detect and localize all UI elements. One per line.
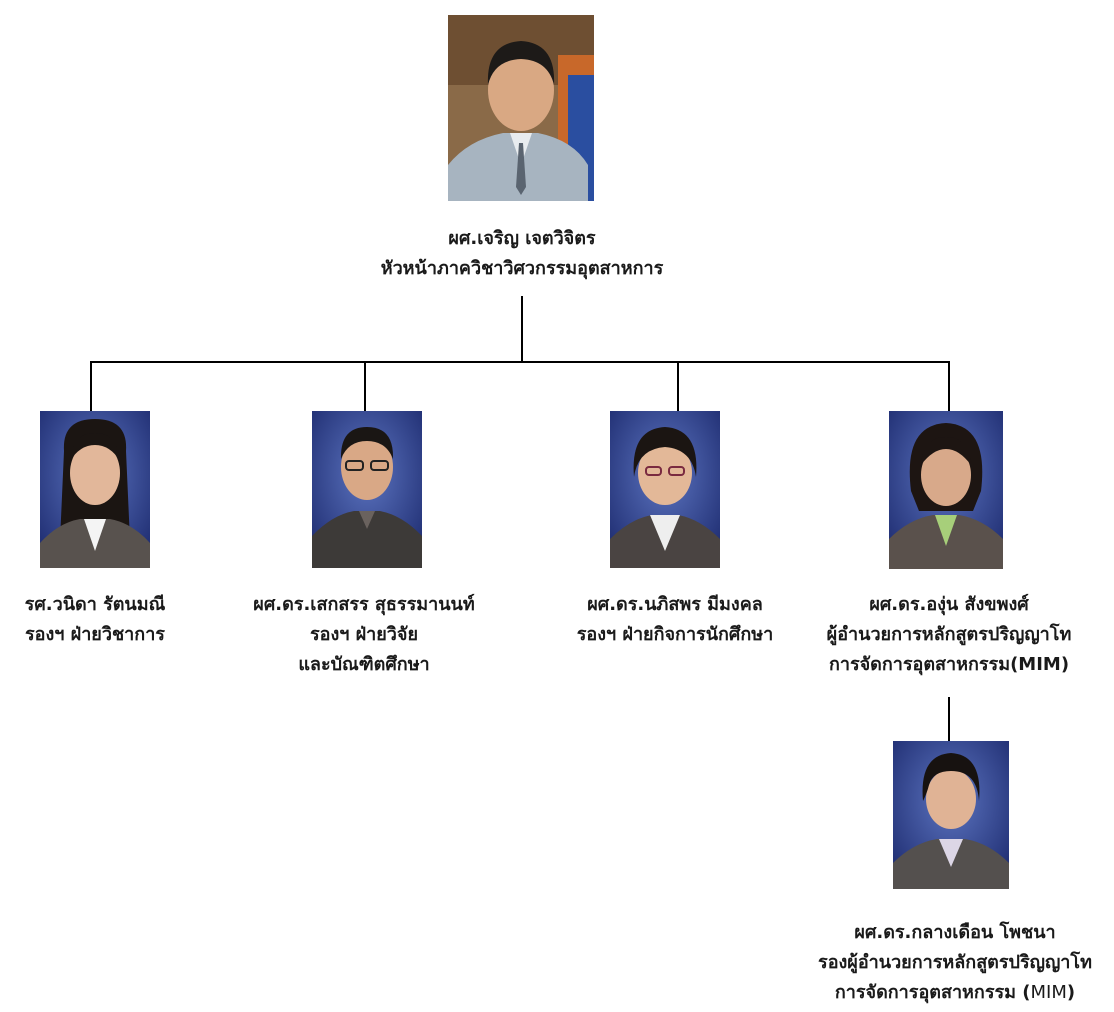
deputy-4-role-1: ผู้อำนวยการหลักสูตรปริญญาโท bbox=[826, 624, 1072, 645]
connector-deputy-4 bbox=[948, 361, 950, 411]
sub-photo bbox=[893, 741, 1009, 889]
deputy-4-role-2: การจัดการอุตสาหกรรม(MIM) bbox=[828, 654, 1070, 675]
head-caption: ผศ.เจริญ เจตวิจิตร หัวหน้าภาควิชาวิศวกรร… bbox=[272, 224, 772, 284]
deputy-3-photo bbox=[610, 411, 720, 568]
deputy-3-role: รองฯ ฝ่ายกิจการนักศึกษา bbox=[576, 624, 774, 645]
deputy-3-caption: ผศ.ดร.นภิสพร มีมงคล รองฯ ฝ่ายกิจการนักศึ… bbox=[525, 590, 825, 650]
sub-role-1: รองผู้อำนวยการหลักสูตรปริญญาโท bbox=[818, 952, 1092, 973]
deputy-4-name: ผศ.ดร.องุ่น สังขพงศ์ bbox=[869, 594, 1029, 615]
head-photo bbox=[448, 15, 594, 201]
deputy-2-photo bbox=[312, 411, 422, 568]
sub-role-2-abbr: MIM bbox=[1030, 982, 1067, 1003]
deputy-1-name: รศ.วนิดา รัตนมณี bbox=[24, 594, 166, 615]
sub-role-2-close: ) bbox=[1066, 982, 1076, 1003]
head-title: หัวหน้าภาควิชาวิศวกรรมอุตสาหการ bbox=[380, 258, 664, 279]
deputy-4-caption: ผศ.ดร.องุ่น สังขพงศ์ ผู้อำนวยการหลักสูตร… bbox=[799, 590, 1099, 680]
connector-head-down bbox=[521, 296, 523, 362]
sub-role-2-text: การจัดการอุตสาหกรรม ( bbox=[834, 982, 1031, 1003]
connector-horizontal bbox=[90, 361, 950, 363]
deputy-2-name: ผศ.ดร.เสกสรร สุธรรมานนท์ bbox=[253, 594, 475, 615]
sub-role-2: การจัดการอุตสาหกรรม (MIM) bbox=[800, 978, 1110, 1008]
connector-sub bbox=[948, 697, 950, 741]
connector-deputy-3 bbox=[677, 361, 679, 411]
sub-name: ผศ.ดร.กลางเดือน โพชนา bbox=[854, 922, 1056, 943]
deputy-2-role-2: และบัณฑิตศึกษา bbox=[298, 654, 430, 675]
sub-caption: ผศ.ดร.กลางเดือน โพชนา รองผู้อำนวยการหลัก… bbox=[800, 918, 1110, 1008]
deputy-4-photo bbox=[889, 411, 1003, 569]
connector-deputy-2 bbox=[364, 361, 366, 411]
deputy-1-photo bbox=[40, 411, 150, 568]
connector-deputy-1 bbox=[90, 361, 92, 411]
deputy-1-role: รองฯ ฝ่ายวิชาการ bbox=[25, 624, 165, 645]
deputy-2-caption: ผศ.ดร.เสกสรร สุธรรมานนท์ รองฯ ฝ่ายวิจัย … bbox=[214, 590, 514, 680]
head-name: ผศ.เจริญ เจตวิจิตร bbox=[448, 228, 596, 249]
deputy-2-role-1: รองฯ ฝ่ายวิจัย bbox=[309, 624, 419, 645]
deputy-1-caption: รศ.วนิดา รัตนมณี รองฯ ฝ่ายวิชาการ bbox=[0, 590, 190, 650]
deputy-3-name: ผศ.ดร.นภิสพร มีมงคล bbox=[587, 594, 763, 615]
